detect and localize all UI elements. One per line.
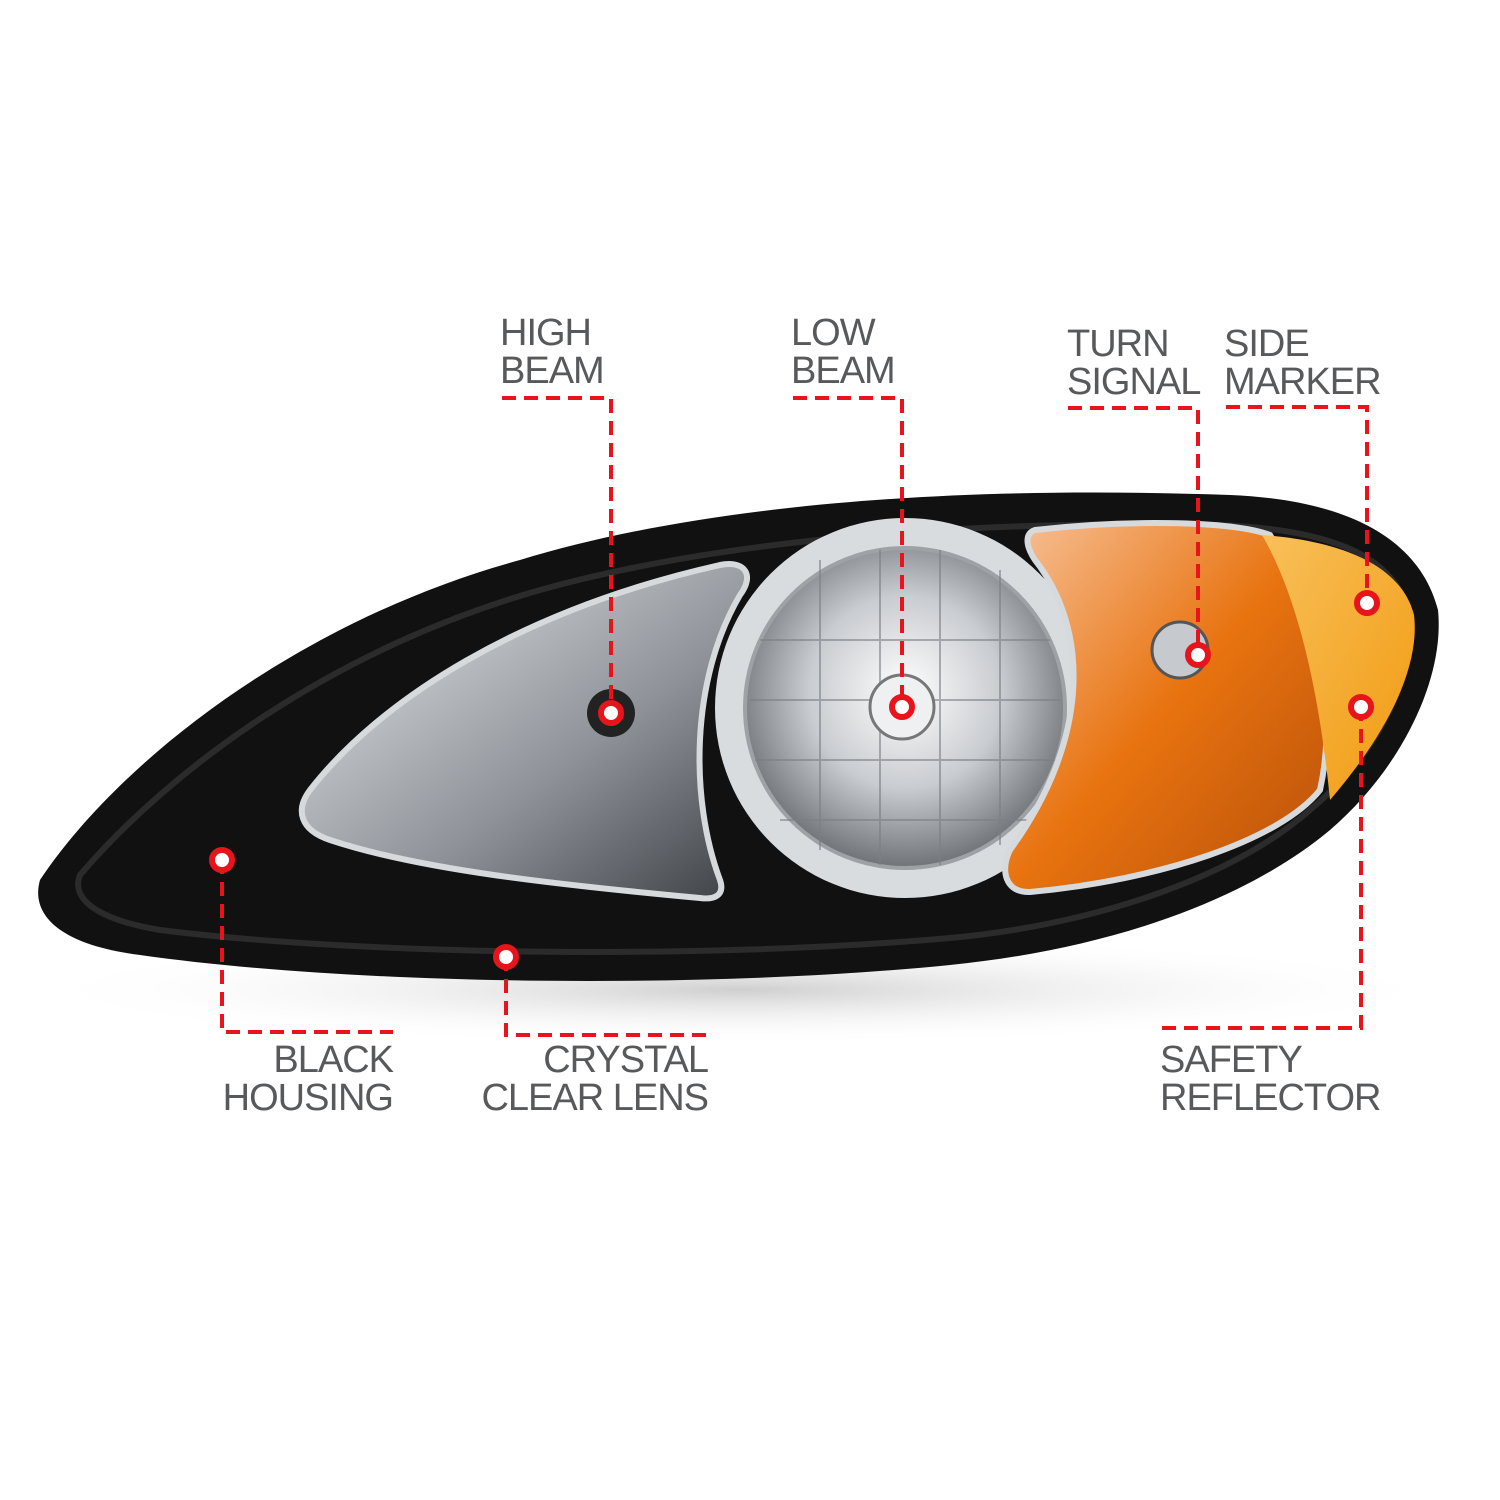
low-beam-dot — [889, 694, 915, 720]
high-beam-line — [502, 396, 613, 713]
side-marker-line — [1226, 405, 1369, 603]
safety-reflector-line — [1162, 707, 1363, 1030]
turn-signal-line — [1068, 406, 1200, 655]
low-beam-line — [793, 396, 904, 707]
crystal-clear-lens-dot — [493, 944, 519, 970]
callout-dots — [209, 590, 1380, 970]
black-housing-dot — [209, 847, 235, 873]
high-beam-dot — [598, 700, 624, 726]
side-marker-dot — [1354, 590, 1380, 616]
safety-reflector-dot — [1348, 694, 1374, 720]
turn-signal-dot — [1185, 642, 1211, 668]
turn-signal-lens — [1002, 520, 1330, 896]
crystal-clear-lens-line — [504, 957, 708, 1037]
high-beam-reflector — [298, 561, 751, 902]
callout-lines — [220, 396, 1369, 1037]
black-housing-line — [220, 860, 393, 1034]
